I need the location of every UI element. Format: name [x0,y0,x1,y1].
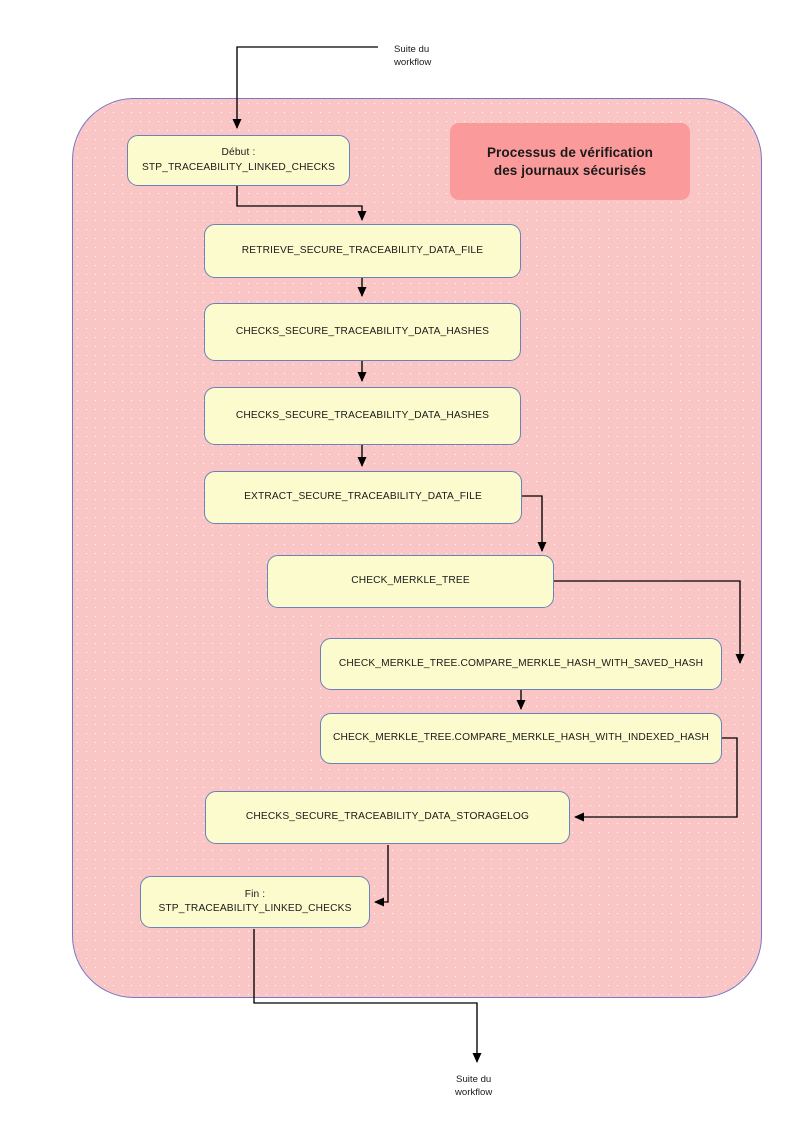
node-end-label: Fin : STP_TRACEABILITY_LINKED_CHECKS [158,888,352,914]
process-title-plate: Processus de vérification des journaux s… [450,123,690,200]
node-indexed-hash-label: CHECK_MERKLE_TREE.COMPARE_MERKLE_HASH_WI… [332,732,710,744]
node-retrieve-label: RETRIEVE_SECURE_TRACEABILITY_DATA_FILE [241,244,484,256]
node-compare-merkle-hash-with-saved-hash[interactable]: CHECK_MERKLE_TREE.COMPARE_MERKLE_HASH_WI… [320,638,722,690]
node-extract-label: EXTRACT_SECURE_TRACEABILITY_DATA_FILE [244,491,482,503]
node-retrieve-secure-traceability-data-file[interactable]: RETRIEVE_SECURE_TRACEABILITY_DATA_FILE [204,224,521,278]
node-checks-secure-traceability-data-storagelog[interactable]: CHECKS_SECURE_TRACEABILITY_DATA_STORAGEL… [205,791,570,844]
node-storagelog-label: CHECKS_SECURE_TRACEABILITY_DATA_STORAGEL… [245,811,530,823]
node-start-label: Début : STP_TRACEABILITY_LINKED_CHECKS [141,147,336,173]
exit-caption: Suite du workflow [455,1074,493,1099]
node-checks-secure-traceability-data-hashes-2[interactable]: CHECKS_SECURE_TRACEABILITY_DATA_HASHES [204,387,521,445]
node-saved-hash-label: CHECK_MERKLE_TREE.COMPARE_MERKLE_HASH_WI… [338,657,704,669]
process-title-text: Processus de vérification des journaux s… [486,144,654,178]
node-hashes2-label: CHECKS_SECURE_TRACEABILITY_DATA_HASHES [235,409,490,421]
node-compare-merkle-hash-with-indexed-hash[interactable]: CHECK_MERKLE_TREE.COMPARE_MERKLE_HASH_WI… [320,713,722,764]
node-end[interactable]: Fin : STP_TRACEABILITY_LINKED_CHECKS [140,876,370,928]
entry-caption: Suite du workflow [394,44,432,69]
node-hashes1-label: CHECKS_SECURE_TRACEABILITY_DATA_HASHES [235,325,490,337]
node-check-merkle-tree[interactable]: CHECK_MERKLE_TREE [267,555,554,608]
node-start[interactable]: Début : STP_TRACEABILITY_LINKED_CHECKS [127,135,350,186]
node-checks-secure-traceability-data-hashes-1[interactable]: CHECKS_SECURE_TRACEABILITY_DATA_HASHES [204,303,521,361]
node-extract-secure-traceability-data-file[interactable]: EXTRACT_SECURE_TRACEABILITY_DATA_FILE [204,471,522,524]
node-merkle-label: CHECK_MERKLE_TREE [351,575,470,587]
